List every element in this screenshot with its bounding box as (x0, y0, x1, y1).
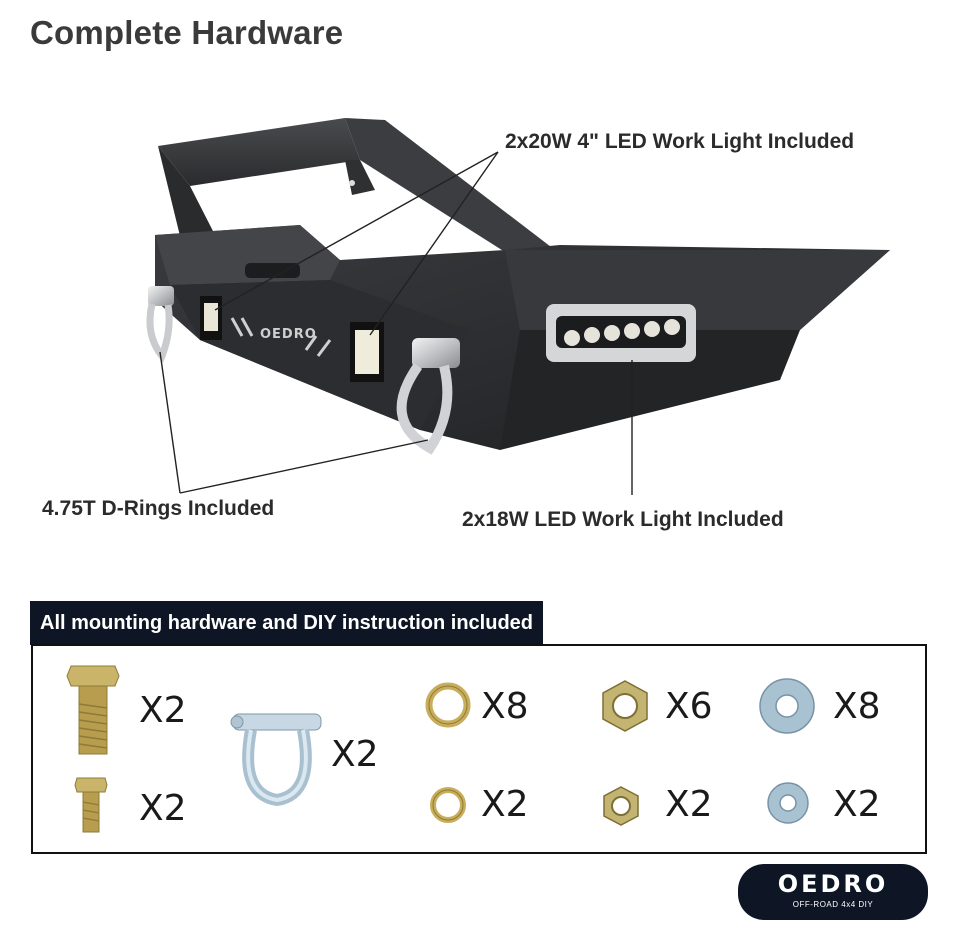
hex-nut-large-icon (602, 680, 648, 732)
qty-hex-nut-large: X6 (665, 686, 713, 727)
d-ring-shackle-icon (230, 713, 322, 806)
callout-18w-led: 2x18W LED Work Light Included (462, 508, 784, 531)
qty-d-ring: X2 (331, 734, 379, 775)
long-bolt-icon (66, 665, 120, 755)
qty-short-bolt: X2 (139, 788, 187, 829)
short-bolt-icon (74, 777, 108, 833)
cube-light-right (350, 322, 384, 382)
bumper-logo: OEDRO (230, 317, 332, 357)
cube-light-left (200, 296, 222, 340)
qty-flat-washer-large: X8 (833, 686, 881, 727)
led-bar-light (546, 304, 696, 362)
brand-tagline: OFF-ROAD 4x4 DIY (792, 900, 874, 909)
qty-lock-washer-large: X8 (481, 686, 529, 727)
brand-logo: OEDRO OFF-ROAD 4x4 DIY (738, 864, 928, 920)
callout-20w-led: 2x20W 4" LED Work Light Included (505, 130, 855, 153)
qty-hex-nut-small: X2 (665, 784, 713, 825)
qty-long-bolt: X2 (139, 690, 187, 731)
hardware-banner: All mounting hardware and DIY instructio… (30, 601, 543, 645)
d-ring-right (396, 338, 460, 455)
hardware-box: X2 X2 X2 X8 X2 X6 X2 (31, 644, 927, 854)
d-ring-left (146, 286, 174, 363)
bull-bar (158, 118, 555, 252)
page-title: Complete Hardware (30, 14, 344, 51)
qty-flat-washer-small: X2 (833, 784, 881, 825)
flat-washer-large-icon (759, 678, 815, 734)
flat-washer-small-icon (767, 782, 809, 824)
callout-d-rings: 4.75T D-Rings Included (42, 497, 275, 520)
lock-washer-small-icon (430, 787, 466, 823)
qty-lock-washer-small: X2 (481, 784, 529, 825)
lock-washer-large-icon (425, 682, 471, 728)
bumper-product-image: OEDRO (146, 118, 890, 495)
hex-nut-small-icon (603, 786, 639, 826)
brand-name: OEDRO (777, 870, 889, 898)
svg-text:OEDRO: OEDRO (260, 327, 317, 342)
